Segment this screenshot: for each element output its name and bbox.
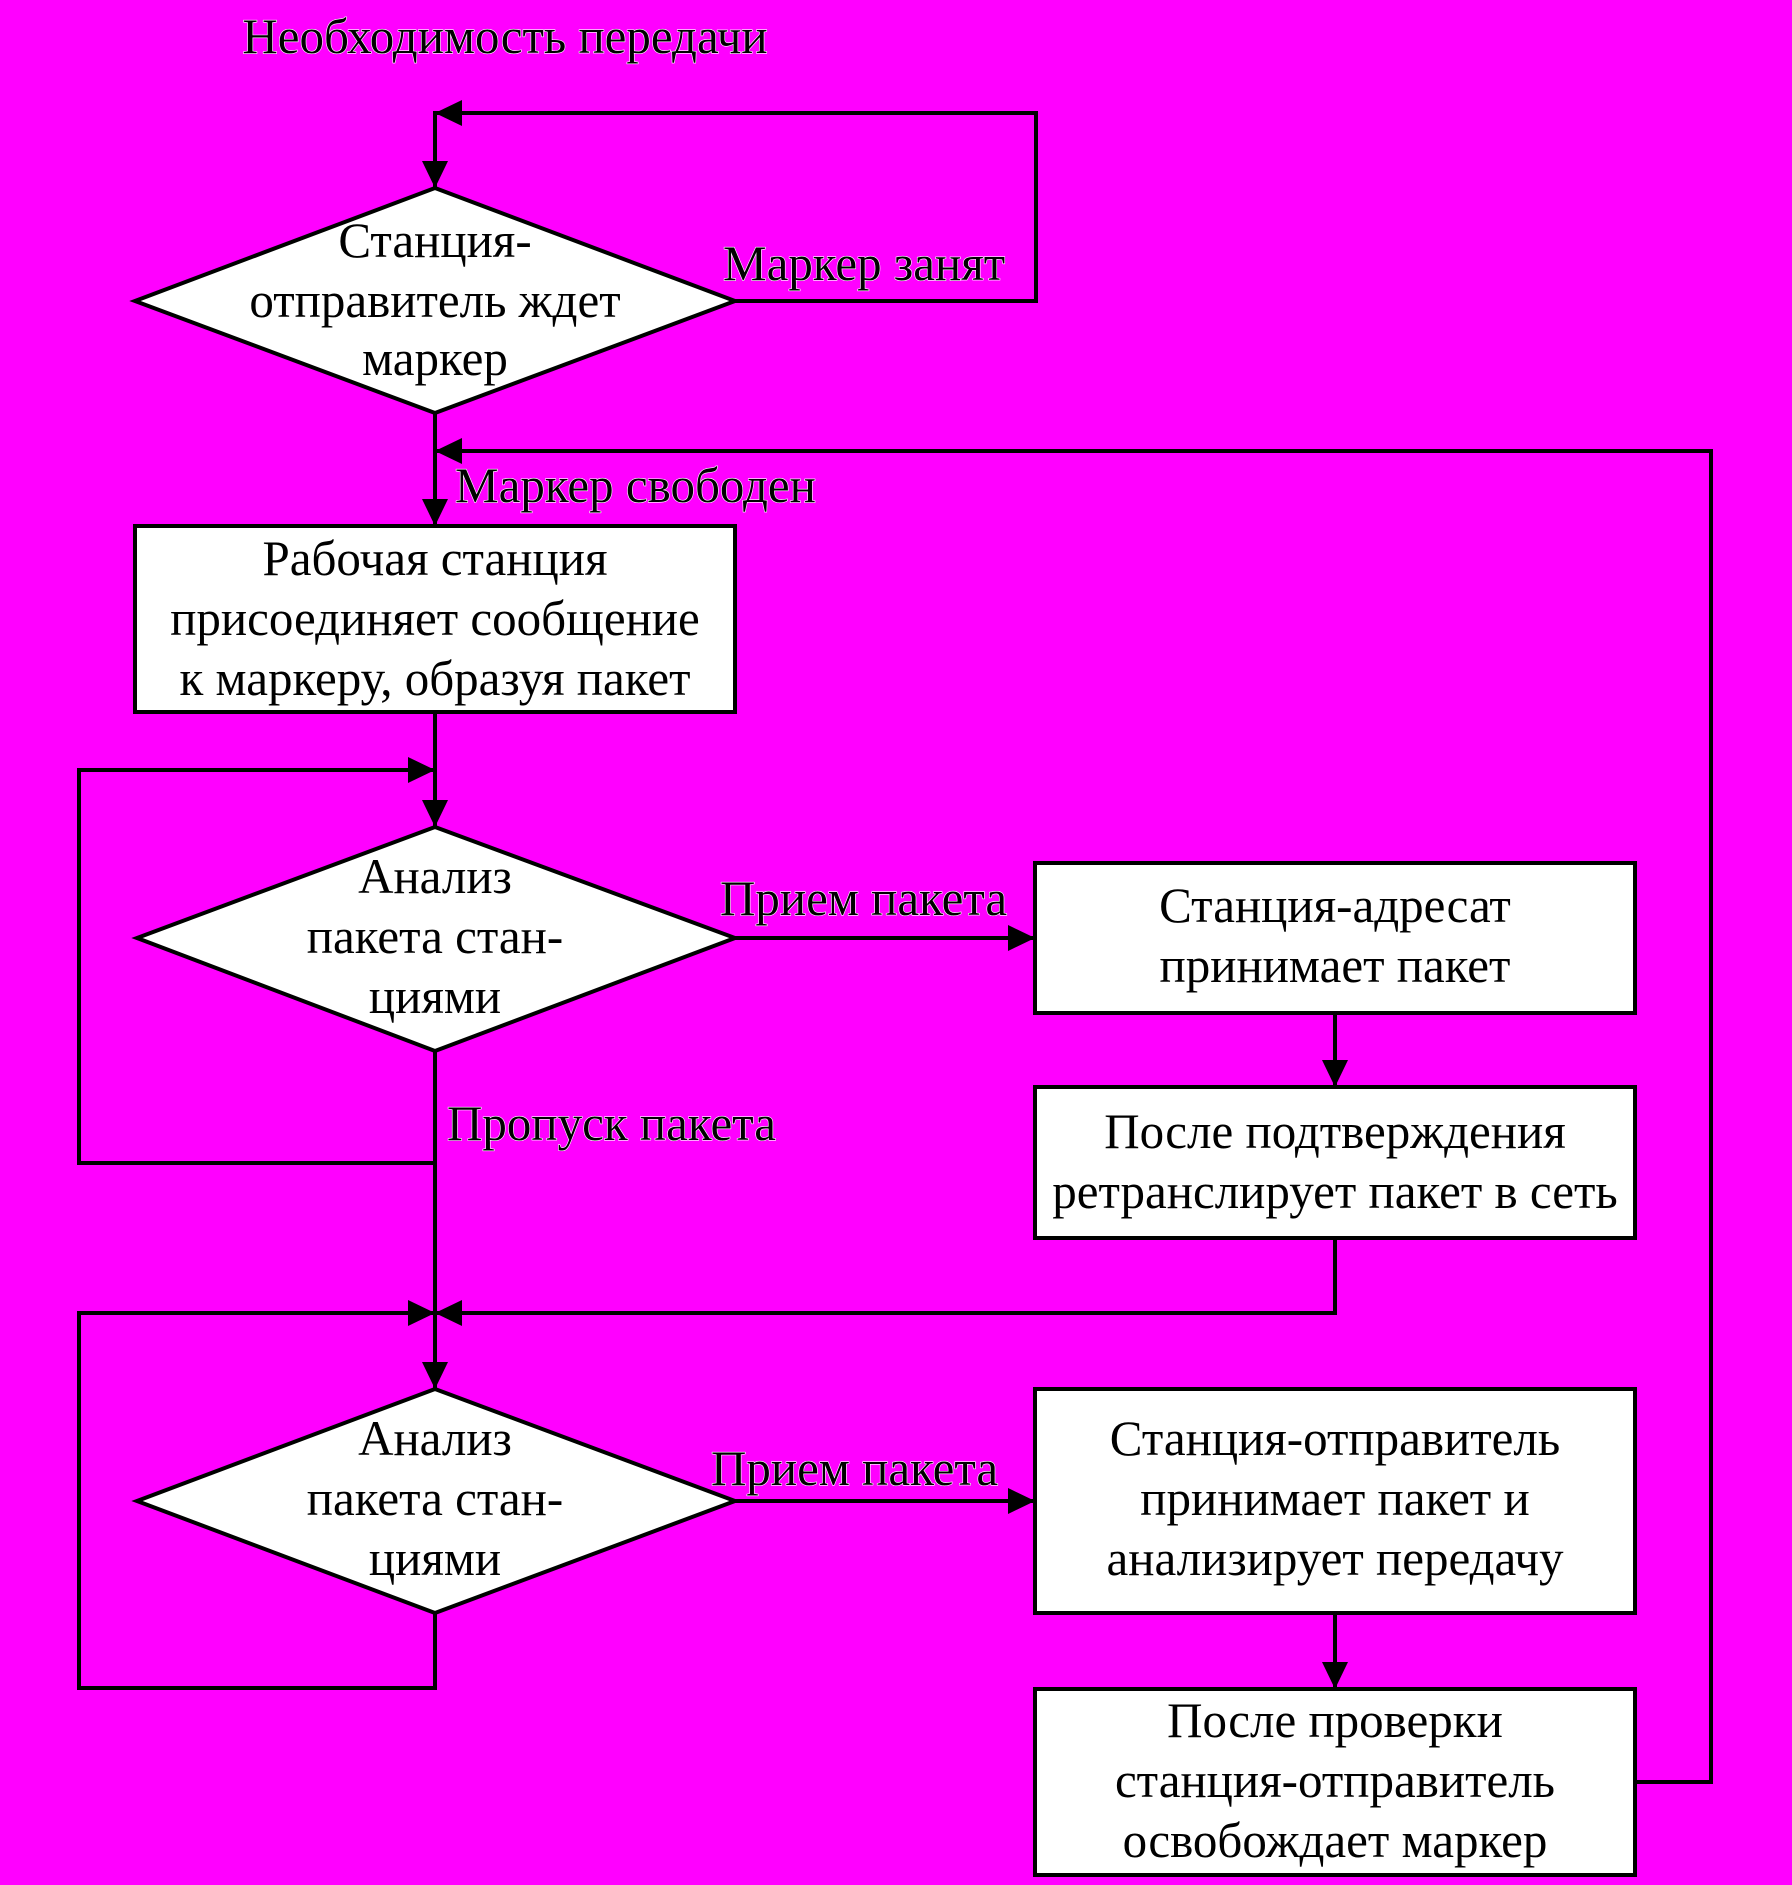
node-attach-message: Рабочая станция присоединяет сообщение к… bbox=[133, 524, 737, 714]
process-box bbox=[1033, 1387, 1637, 1615]
arrowhead-down-icon bbox=[422, 161, 448, 188]
process-box bbox=[1033, 861, 1637, 1015]
node-text-line: принимает пакет и bbox=[1140, 1470, 1529, 1526]
arrowhead-left-icon bbox=[435, 100, 462, 126]
node-text-line: анализирует передачу bbox=[1107, 1530, 1564, 1586]
arrowhead-right-icon bbox=[408, 757, 435, 783]
arrowhead-right-icon bbox=[1008, 925, 1035, 951]
node-wait-token: Станция- отправитель ждет маркер bbox=[129, 185, 741, 416]
process-box bbox=[1033, 1687, 1637, 1877]
node-text-line: ретранслирует пакет в сеть bbox=[1052, 1163, 1617, 1219]
node-text-line: Анализ bbox=[358, 1410, 512, 1466]
arrowhead-down-icon bbox=[422, 1362, 448, 1389]
arrowhead-right-icon bbox=[1008, 1488, 1035, 1514]
node-text-line: принимает пакет bbox=[1160, 937, 1511, 993]
arrowhead-down-icon bbox=[1322, 1060, 1348, 1087]
connector-token-busy-loop bbox=[433, 111, 1038, 303]
node-text-line: Станция- bbox=[338, 212, 531, 268]
node-sender-accepts: Станция-отправитель принимает пакет и ан… bbox=[1033, 1387, 1637, 1615]
decision-diamond bbox=[131, 824, 741, 1054]
node-text-line: к маркеру, образуя пакет bbox=[179, 650, 690, 706]
arrowhead-left-icon bbox=[435, 1300, 462, 1326]
node-text-line: присоединяет сообщение bbox=[170, 590, 700, 646]
node-text-line: отправитель ждет bbox=[249, 272, 620, 328]
node-text-line: циями bbox=[369, 968, 501, 1024]
node-text-line: циями bbox=[369, 1530, 501, 1586]
edge-label-skip-packet: Пропуск пакета bbox=[447, 1095, 776, 1151]
arrowhead-right-icon bbox=[408, 1300, 435, 1326]
node-text-line: Станция-отправитель bbox=[1110, 1410, 1560, 1466]
arrowhead-down-icon bbox=[1322, 1662, 1348, 1689]
edge-label-receive-2: Прием пакета bbox=[711, 1440, 998, 1496]
connector-retransmit-to-merge bbox=[435, 1238, 1337, 1315]
arrowhead-down-icon bbox=[422, 499, 448, 526]
edge-label-receive-1: Прием пакета bbox=[720, 870, 1007, 926]
node-text-line: освобождает маркер bbox=[1123, 1812, 1548, 1868]
process-box bbox=[1033, 1085, 1637, 1240]
node-release-token: После проверки станция-отправитель освоб… bbox=[1033, 1687, 1637, 1877]
connector-skip-loop-1 bbox=[77, 768, 435, 1165]
decision-diamond bbox=[131, 1386, 741, 1616]
edge-label-token-free: Маркер свободен bbox=[455, 457, 816, 513]
node-text-line: маркер bbox=[362, 330, 508, 386]
decision-diamond bbox=[129, 185, 741, 416]
node-text-line: пакета стан- bbox=[307, 1470, 563, 1526]
node-text-line: Станция-адресат bbox=[1159, 877, 1511, 933]
node-analyze-1: Анализ пакета стан- циями bbox=[131, 824, 741, 1054]
node-text-line: Анализ bbox=[358, 848, 512, 904]
node-retransmit: После подтверждения ретранслирует пакет … bbox=[1033, 1085, 1637, 1240]
process-box bbox=[133, 524, 737, 714]
node-analyze-2: Анализ пакета стан- циями bbox=[131, 1386, 741, 1616]
edge-label-token-busy: Маркер занят bbox=[723, 235, 1005, 291]
node-text-line: станция-отправитель bbox=[1115, 1752, 1555, 1808]
node-text-line: Рабочая станция bbox=[262, 530, 607, 586]
node-receiver-accepts: Станция-адресат принимает пакет bbox=[1033, 861, 1637, 1015]
node-text-line: После подтверждения bbox=[1104, 1103, 1566, 1159]
arrowhead-left-icon bbox=[435, 438, 462, 464]
diagram-title: Необходимость передачи bbox=[242, 8, 767, 64]
arrowhead-down-icon bbox=[422, 800, 448, 827]
node-text-line: После проверки bbox=[1167, 1692, 1503, 1748]
node-text-line: пакета стан- bbox=[307, 908, 563, 964]
connector-release-return-loop bbox=[435, 449, 1713, 1784]
connector-skip-loop-2 bbox=[77, 1311, 437, 1690]
